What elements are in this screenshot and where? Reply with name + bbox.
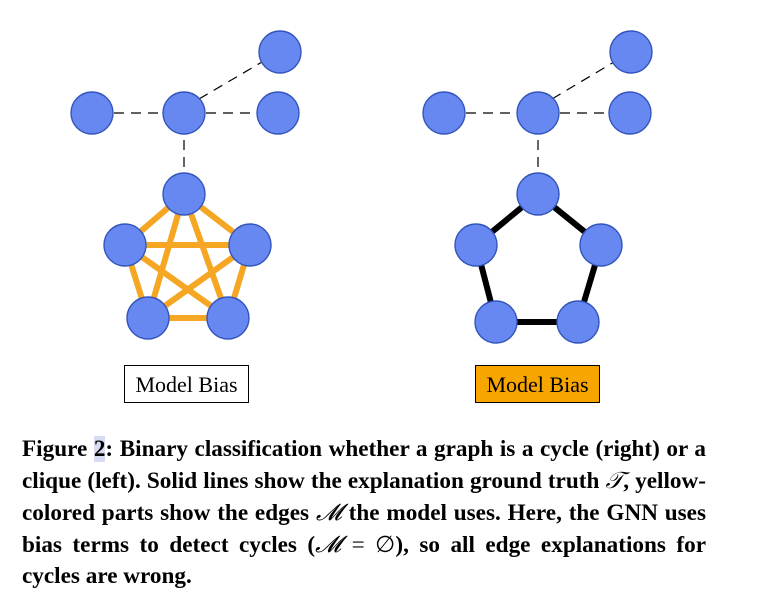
caption-text: ), so all edge explanations for cycles a…: [22, 532, 706, 589]
caption-text: , yellow-colored parts show the edges: [22, 468, 706, 526]
graph-node: [126, 296, 170, 340]
graph-node: [608, 91, 652, 135]
graph-node: [556, 300, 600, 344]
graph-node: [474, 300, 518, 344]
graph-node: [454, 223, 498, 267]
dashed-edge: [198, 61, 263, 100]
equals-empty-set: = ∅: [341, 532, 396, 558]
graph-node: [228, 223, 272, 267]
caption-text: the model uses. Here, the GNN uses bias …: [22, 500, 706, 558]
graph-node: [422, 91, 466, 135]
graph-node: [258, 30, 302, 74]
graph-node: [206, 296, 250, 340]
graph-node: [516, 91, 560, 135]
graph-node: [162, 172, 206, 216]
graph-node: [516, 172, 560, 216]
graph-node: [609, 30, 653, 74]
caption-text: : Binary classification whether a graph …: [22, 436, 707, 494]
right-graph-cycle: [422, 30, 653, 344]
dashed-edge: [551, 61, 615, 100]
graph-node: [579, 223, 623, 267]
figure-caption: Figure 2: Binary classification whether …: [22, 434, 706, 592]
graph-node: [256, 91, 300, 135]
graph-node: [103, 223, 147, 267]
left-model-bias-label: Model Bias: [124, 365, 249, 403]
figure-prefix: Figure: [22, 436, 88, 462]
left-graph-clique: [70, 30, 302, 340]
right-model-bias-label: Model Bias: [475, 365, 600, 403]
symbol-model-edges: 𝓜: [315, 531, 342, 558]
figure-graphics: [70, 30, 653, 344]
graph-node: [162, 91, 206, 135]
figure-number-link[interactable]: 2: [93, 436, 106, 462]
symbol-model-edges: 𝓜: [315, 499, 342, 526]
symbol-ground-truth: 𝒯: [605, 467, 624, 494]
graph-node: [70, 91, 114, 135]
